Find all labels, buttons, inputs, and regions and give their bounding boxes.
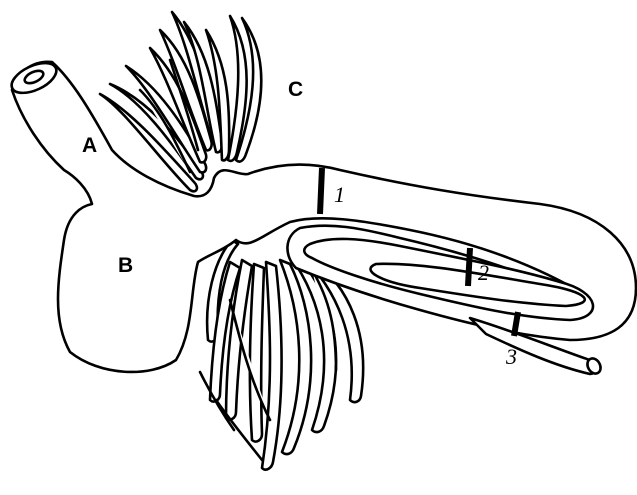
label-1: 1 xyxy=(334,182,345,208)
marker-band-3 xyxy=(514,312,518,336)
marker-band-2 xyxy=(468,248,470,286)
label-3: 3 xyxy=(506,344,517,370)
label-a: A xyxy=(82,134,97,158)
label-c: C xyxy=(288,78,303,102)
label-2: 2 xyxy=(478,260,489,286)
label-b: B xyxy=(118,254,133,278)
marker-band-1 xyxy=(320,168,322,214)
